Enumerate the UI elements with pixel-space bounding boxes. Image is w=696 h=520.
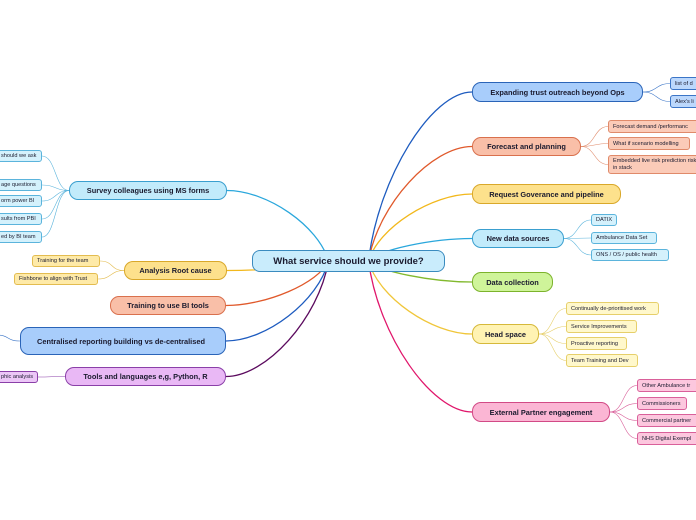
link-external-partner-leaf-0 [609, 385, 638, 413]
link-survey-colleagues-leaf-4 [41, 190, 70, 238]
link-external-partner-leaf-3 [609, 411, 638, 439]
link-root-expanding-trust-outreach [367, 91, 473, 262]
branch-head-space[interactable]: Head space [472, 324, 539, 344]
link-root-request-governance [367, 193, 473, 262]
link-external-partner-leaf-2 [609, 411, 638, 421]
link-root-forecast-and-planning [367, 145, 473, 262]
leaf-external-partner-3[interactable]: NHS Digital Exempl [637, 432, 696, 445]
leaf-head-space-3[interactable]: Team Training and Dev [566, 354, 638, 367]
link-new-data-sources-leaf-2 [563, 238, 592, 256]
leaf-new-data-sources-1[interactable]: Ambulance Data Set [591, 232, 657, 244]
link-root-tools-languages [225, 260, 330, 378]
leaf-analysis-root-cause-0[interactable]: Training for the team [32, 255, 100, 267]
leaf-survey-colleagues-1[interactable]: age questions [0, 179, 42, 191]
leaf-survey-colleagues-2[interactable]: orm power BI [0, 195, 42, 207]
link-analysis-root-cause-leaf-1 [97, 270, 125, 280]
leaf-head-space-2[interactable]: Proactive reporting [566, 337, 627, 350]
link-root-head-space [367, 260, 473, 335]
branch-tools-languages[interactable]: Tools and languages e,g, Python, R [65, 367, 226, 386]
leaf-survey-colleagues-4[interactable]: ed by BI team [0, 231, 42, 243]
leaf-forecast-and-planning-1[interactable]: What if scenario modelling [608, 137, 690, 150]
leaf-tools-languages-0[interactable]: phic analysis [0, 371, 38, 383]
root-node[interactable]: What service should we provide? [252, 250, 445, 272]
branch-data-collection[interactable]: Data collection [472, 272, 553, 292]
link-centralised-reporting-leaf-0 [0, 334, 21, 342]
leaf-analysis-root-cause-1[interactable]: Fishbone to align with Trust [14, 273, 98, 285]
link-new-data-sources-leaf-0 [563, 219, 592, 239]
link-forecast-and-planning-leaf-1 [580, 143, 609, 147]
leaf-survey-colleagues-3[interactable]: sults from PBI [0, 213, 42, 225]
leaf-external-partner-2[interactable]: Commercial partner [637, 414, 696, 427]
leaf-survey-colleagues-0[interactable]: should we ask [0, 150, 42, 162]
link-forecast-and-planning-leaf-2 [580, 146, 609, 165]
branch-centralised-reporting[interactable]: Centralised reporting building vs de-cen… [20, 327, 226, 355]
leaf-head-space-1[interactable]: Service Improvements [566, 320, 637, 333]
link-head-space-leaf-0 [538, 308, 567, 335]
branch-survey-colleagues[interactable]: Survey colleagues using MS forms [69, 181, 227, 200]
branch-request-governance[interactable]: Request Goverance and pipeline [472, 184, 621, 204]
leaf-external-partner-0[interactable]: Other Ambulance tr [637, 379, 696, 392]
link-root-survey-colleagues [226, 189, 330, 262]
link-expanding-trust-outreach-leaf-0 [642, 83, 671, 93]
link-head-space-leaf-1 [538, 326, 567, 335]
link-forecast-and-planning-leaf-0 [580, 126, 609, 147]
link-head-space-leaf-3 [538, 333, 567, 361]
link-expanding-trust-outreach-leaf-1 [642, 91, 671, 102]
branch-forecast-and-planning[interactable]: Forecast and planning [472, 137, 581, 156]
leaf-expanding-trust-outreach-0[interactable]: list of d [670, 77, 696, 90]
branch-training-bi-tools[interactable]: Training to use BI tools [110, 296, 226, 315]
branch-analysis-root-cause[interactable]: Analysis Root cause [124, 261, 227, 280]
link-new-data-sources-leaf-1 [563, 237, 592, 239]
leaf-new-data-sources-2[interactable]: ONS / OS / public health [591, 249, 669, 261]
leaf-forecast-and-planning-2[interactable]: Embedded live risk prediction risk in st… [608, 155, 696, 174]
link-root-centralised-reporting [225, 260, 330, 342]
leaf-new-data-sources-0[interactable]: DATIX [591, 214, 617, 226]
branch-expanding-trust-outreach[interactable]: Expanding trust outreach beyond Ops [472, 82, 643, 102]
link-head-space-leaf-2 [538, 333, 567, 344]
branch-new-data-sources[interactable]: New data sources [472, 229, 564, 248]
link-external-partner-leaf-1 [609, 403, 638, 413]
branch-external-partner[interactable]: External Partner engagement [472, 402, 610, 422]
link-analysis-root-cause-leaf-0 [99, 260, 125, 271]
leaf-external-partner-1[interactable]: Commissioners [637, 397, 687, 410]
link-survey-colleagues-leaf-1 [41, 184, 70, 191]
link-tools-languages-leaf-0 [37, 376, 66, 378]
leaf-forecast-and-planning-0[interactable]: Forecast demand /performanc [608, 120, 696, 133]
leaf-head-space-0[interactable]: Continually de-prioritised work [566, 302, 659, 315]
leaf-expanding-trust-outreach-1[interactable]: Alex's li [670, 95, 696, 108]
link-root-external-partner [367, 260, 473, 413]
